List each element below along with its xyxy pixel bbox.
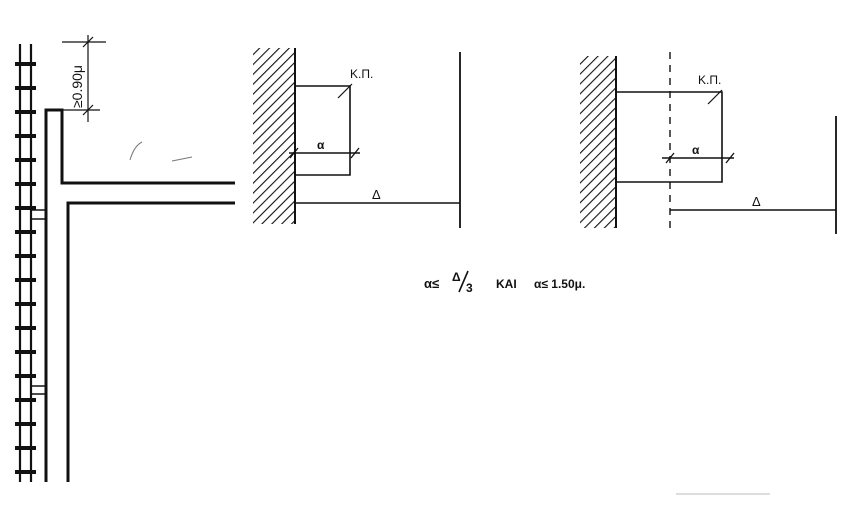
ladder-rung bbox=[15, 470, 36, 474]
hatched-wall-middle bbox=[253, 48, 295, 224]
ladder-rung bbox=[15, 446, 36, 450]
a-label-middle: α bbox=[317, 138, 325, 152]
a-dim-tick-left-middle bbox=[289, 147, 299, 159]
ladder-rung bbox=[15, 302, 36, 306]
ladder-rung bbox=[15, 254, 36, 258]
ladder-elevation bbox=[15, 44, 46, 482]
kp-rectangle-middle bbox=[295, 85, 351, 176]
ladder-rung bbox=[15, 398, 36, 402]
ladder-rungs bbox=[15, 62, 36, 474]
kp-box-right: Κ.Π. bbox=[616, 73, 723, 183]
a-label-right: α bbox=[692, 143, 700, 157]
ladder-rung bbox=[15, 182, 36, 186]
ladder-rung bbox=[15, 158, 36, 162]
sketch-mark bbox=[129, 141, 143, 161]
kp-leader-middle bbox=[337, 83, 353, 99]
formula-delta: Δ bbox=[452, 270, 461, 284]
height-dimension: ≥0.90μ bbox=[62, 35, 106, 122]
a-dim-tick-right-right bbox=[725, 152, 735, 164]
detail-wall-middle bbox=[253, 48, 296, 224]
dim-tick-top bbox=[82, 36, 94, 48]
dim-tick-bottom bbox=[82, 104, 94, 116]
detail-wall-right bbox=[580, 52, 671, 232]
height-dimension-label: ≥0.90μ bbox=[69, 65, 85, 108]
ladder-rung bbox=[15, 110, 36, 114]
formula-second-condition: α≤ 1.50μ. bbox=[534, 277, 585, 291]
delta-label-right: Δ bbox=[752, 194, 761, 209]
a-dimension-right: α bbox=[662, 143, 735, 164]
ladder-rung bbox=[15, 278, 36, 282]
ladder-rung bbox=[15, 62, 36, 66]
formula-and: ΚΑΙ bbox=[496, 277, 517, 291]
delta-label-middle: Δ bbox=[372, 187, 381, 202]
ladder-rung bbox=[15, 350, 36, 354]
parapet-outline-inner bbox=[66, 201, 235, 482]
ladder-rung bbox=[15, 206, 36, 210]
formula-alpha-leq: α≤ bbox=[424, 276, 439, 291]
formula-denominator: 3 bbox=[466, 281, 473, 295]
delta-dimension-right: Δ bbox=[670, 116, 837, 234]
kp-rectangle-right bbox=[616, 91, 723, 183]
ladder-rung bbox=[15, 230, 36, 234]
parapet-wall-section bbox=[44, 108, 235, 482]
ladder-rung bbox=[15, 422, 36, 426]
kp-leader-right bbox=[707, 89, 723, 105]
ladder-rung bbox=[15, 326, 36, 330]
hatched-wall-right bbox=[580, 56, 616, 228]
ladder-rung bbox=[15, 86, 36, 90]
a-dimension-middle: α bbox=[289, 138, 360, 159]
kp-label-middle: Κ.Π. bbox=[350, 67, 373, 81]
a-dim-tick-left-right bbox=[665, 152, 675, 164]
ladder-rung bbox=[15, 134, 36, 138]
formula-fraction-slash bbox=[458, 270, 469, 293]
formula: α≤ Δ 3 ΚΑΙ α≤ 1.50μ. bbox=[424, 270, 585, 295]
parapet-outline-upper bbox=[44, 108, 235, 482]
delta-dimension-middle: Δ bbox=[295, 52, 461, 228]
kp-box-middle: Κ.Π. bbox=[295, 67, 373, 176]
kp-label-right: Κ.Π. bbox=[698, 73, 721, 87]
ladder-rung bbox=[15, 374, 36, 378]
sketch-mark-2 bbox=[171, 156, 193, 162]
a-dim-tick-right-middle bbox=[350, 147, 360, 159]
